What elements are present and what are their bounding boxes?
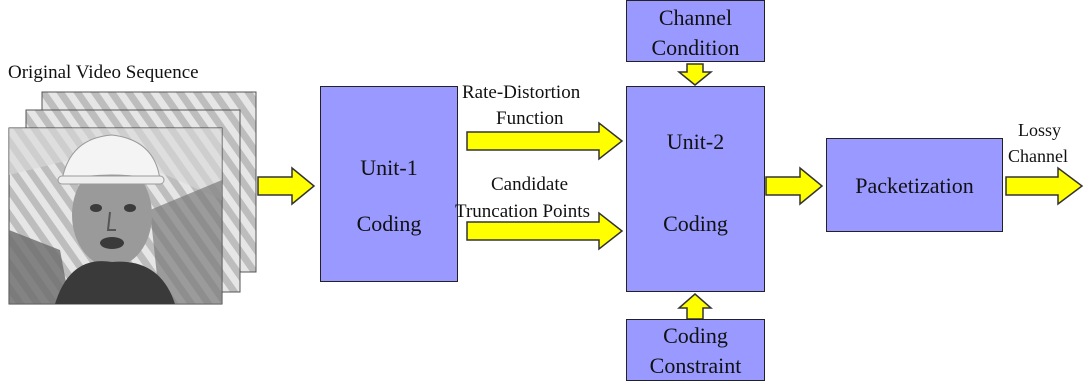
channel-condition-box: Channel Condition (626, 0, 765, 62)
coding-constraint-line2: Constraint (649, 353, 742, 378)
output-label-line2: Channel (1008, 146, 1068, 166)
video-frame-front (8, 127, 223, 305)
input-label: Original Video Sequence (8, 62, 199, 83)
packetization-label: Packetization (855, 173, 974, 198)
up-arrow (677, 293, 713, 320)
unit2-label-line2: Coding (663, 211, 728, 236)
unit1-label-line1: Unit-1 (360, 155, 418, 180)
right-arrow (466, 211, 624, 251)
output-label-line1: Lossy (1018, 120, 1062, 140)
right-arrow (257, 166, 316, 206)
unit2-label-line1: Unit-2 (666, 129, 725, 154)
channel-condition-line1: Channel (658, 5, 733, 30)
unit2-coding-box: Unit-2 Coding (626, 86, 765, 292)
ctp-label-line2: Truncation Points (455, 201, 590, 222)
channel-condition-line2: Condition (651, 35, 740, 60)
ctp-label-line1: Candidate (491, 174, 569, 195)
unit1-label-line2: Coding (356, 211, 422, 236)
right-arrow (1005, 166, 1084, 206)
coding-constraint-box: Coding Constraint (626, 319, 765, 381)
coding-constraint-line1: Coding (663, 323, 728, 348)
packetization-box: Packetization (826, 138, 1003, 232)
right-arrow (466, 121, 624, 161)
right-arrow (765, 166, 824, 206)
rd-label-line2: Function (496, 108, 564, 129)
rd-label-line1: Rate-Distortion (462, 82, 581, 103)
unit1-coding-box: Unit-1 Coding (320, 86, 458, 282)
down-arrow (676, 63, 714, 86)
